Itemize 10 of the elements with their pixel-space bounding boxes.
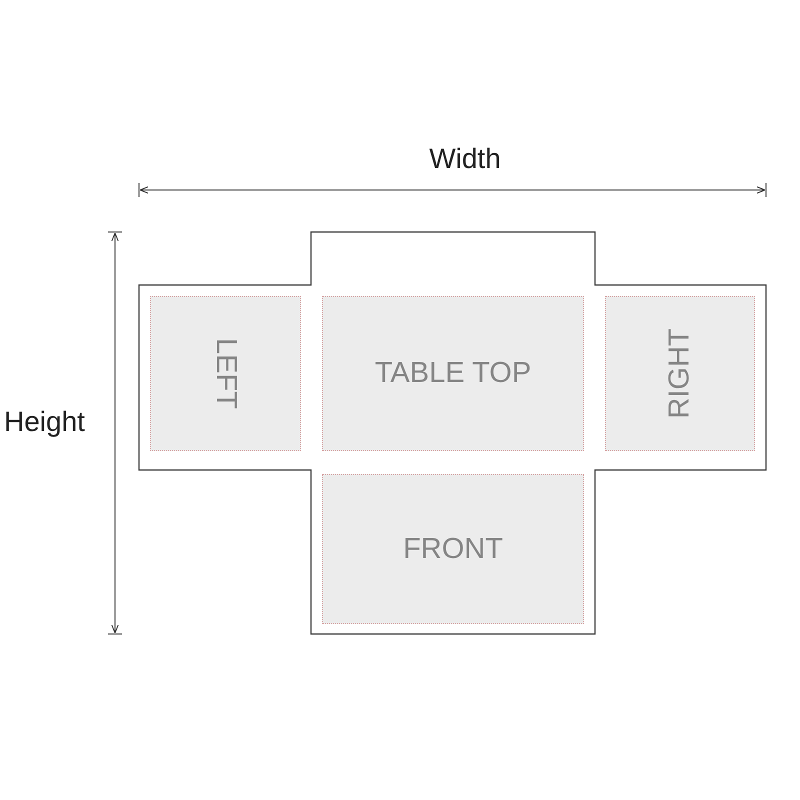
panel-label: FRONT [403, 534, 503, 564]
dimension-label: Width [428, 145, 502, 173]
panel-box [322, 296, 584, 451]
panel-label: TABLE TOP [374, 359, 532, 388]
dimension-label: Height [4, 408, 85, 436]
panel-box [150, 296, 301, 451]
panel-box [605, 296, 755, 451]
panel-box [322, 474, 584, 624]
panel-label: RIGHT [666, 328, 694, 419]
panel-label: LEFT [211, 338, 240, 409]
